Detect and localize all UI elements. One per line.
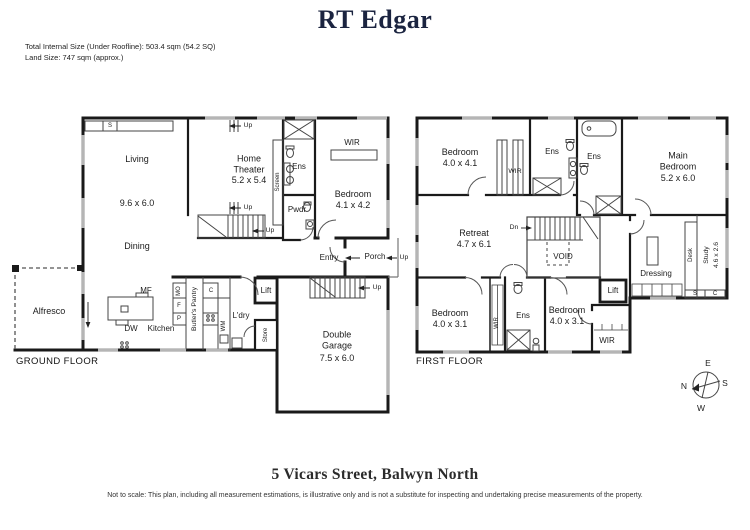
room-dims-bedroom1: 4.0 x 4.1 — [442, 157, 478, 168]
ground-floor-tag: GROUND FLOOR — [16, 356, 99, 367]
cupboard-label-gf: C — [208, 287, 214, 294]
room-label-garage: Double Garage — [321, 329, 353, 351]
room-label-entry: Entry — [319, 252, 339, 262]
room-label-kitchen: Kitchen — [147, 323, 175, 333]
room-label-study: Study — [702, 246, 710, 264]
ground-floor-plan: S Living 9.6 x 6.0 Dining Home Theater 5… — [10, 110, 410, 420]
gf-direction-arrows — [85, 123, 397, 328]
room-dims-living: 9.6 x 6.0 — [119, 197, 155, 208]
room-label-bedroom2: Bedroom — [431, 307, 469, 318]
ff-fixtures — [491, 120, 726, 352]
total-internal-size: Total Internal Size (Under Roofline): 50… — [25, 42, 216, 51]
brand-logo: RT Edgar — [317, 5, 433, 34]
desk-label: Desk — [687, 248, 694, 262]
room-dims-bedroom3: 4.0 x 3.1 — [549, 315, 585, 326]
first-floor-linework — [415, 116, 729, 354]
room-label-home-theater: Home Theater — [233, 153, 265, 175]
land-size: Land Size: 747 sqm (approx.) — [25, 53, 124, 62]
room-label-powder: Pwdr — [287, 204, 307, 214]
room-label-dining: Dining — [124, 240, 150, 251]
first-floor-plan: Bedroom 4.0 x 4.1 WIR Ens Ens Main Bedro… — [410, 110, 740, 370]
room-label-main-bedroom: Main Bedroom — [659, 150, 697, 172]
void-label: VOID — [553, 251, 573, 261]
ff-windows — [415, 116, 729, 354]
property-address: 5 Vicars Street, Balwyn North — [271, 466, 479, 483]
room-label-wir2: WIR — [493, 317, 500, 329]
pantry-label: P — [176, 315, 182, 322]
ff-stairs-void — [526, 216, 601, 279]
room-label-retreat: Retreat — [459, 227, 489, 238]
room-label-bedroom3: Bedroom — [548, 304, 586, 315]
gf-door-arcs — [239, 219, 346, 338]
first-floor-tag: FIRST FLOOR — [416, 356, 484, 367]
fridge-label: F — [177, 302, 181, 309]
room-label-bedroom-gf: Bedroom — [334, 188, 372, 199]
compass-w: W — [697, 403, 705, 413]
butlers-pantry-label: Butler's Pantry — [190, 287, 198, 331]
room-label-dressing: Dressing — [640, 268, 672, 278]
screen-label: Screen — [274, 172, 281, 192]
ff-door-arcs — [464, 176, 652, 325]
gf-windows — [81, 116, 390, 395]
room-label-wir3: WIR — [599, 335, 615, 345]
room-label-lift-ff: Lift — [607, 285, 619, 295]
up-label-porch: Up — [399, 253, 409, 261]
room-dims-retreat: 4.7 x 6.1 — [456, 238, 492, 249]
cabinet-s-label-ff: S — [692, 290, 698, 297]
gf-alfresco-outline — [12, 265, 83, 350]
room-dims-home-theater: 5.2 x 5.4 — [231, 174, 267, 185]
up-label-1: Up — [243, 121, 253, 129]
cabinet-s-label: S — [107, 122, 113, 129]
room-label-ensuite1: Ens — [545, 146, 559, 156]
dn-label: Dn — [509, 223, 519, 231]
store-label: Store — [262, 327, 269, 343]
disclaimer-text: Not to scale: This plan, including all m… — [107, 492, 643, 499]
ff-direction-arrows — [521, 225, 532, 231]
room-label-ensuite-gf: Ens — [292, 161, 306, 171]
room-label-wir1: WIR — [508, 167, 522, 175]
gf-exterior-walls — [13, 116, 390, 414]
room-dims-garage: 7.5 x 6.0 — [319, 352, 355, 363]
room-label-bedroom1: Bedroom — [441, 146, 479, 157]
dishwasher-label: DW — [124, 323, 138, 333]
compass-rose: E S W N — [675, 352, 737, 422]
room-label-laundry: L'dry — [232, 310, 250, 320]
gf-lift-box — [253, 276, 279, 305]
gf-porch-outline — [388, 238, 399, 278]
gf-store-box — [253, 318, 279, 352]
room-dims-bedroom-gf: 4.1 x 4.2 — [335, 199, 371, 210]
compass-e: E — [705, 358, 711, 368]
microwave-label: MO — [175, 286, 182, 296]
room-label-lift-gf: Lift — [260, 285, 272, 295]
room-dims-study: 4.6 x 2.6 — [712, 241, 720, 269]
room-label-ensuite3: Ens — [516, 310, 530, 320]
room-label-ensuite2: Ens — [587, 151, 601, 161]
up-label-stairs: Up — [265, 226, 275, 234]
ground-floor-linework — [12, 116, 399, 414]
compass-n: N — [681, 381, 687, 391]
room-label-wir-gf: WIR — [344, 137, 360, 147]
washing-machine-label: WM — [220, 320, 227, 332]
compass-icon: E S W N — [681, 358, 728, 413]
up-label-2: Up — [243, 203, 253, 211]
room-label-alfresco: Alfresco — [32, 305, 66, 316]
mf-label: MF — [140, 285, 152, 295]
ff-lift-box — [598, 278, 628, 304]
up-label-garage: Up — [372, 283, 382, 291]
room-dims-main-bedroom: 5.2 x 6.0 — [660, 172, 696, 183]
room-dims-bedroom2: 4.0 x 3.1 — [432, 318, 468, 329]
room-label-porch: Porch — [364, 251, 386, 261]
room-label-living: Living — [125, 153, 149, 164]
cupboard-label-ff: C — [712, 290, 718, 297]
size-info: Total Internal Size (Under Roofline): 50… — [25, 41, 216, 63]
gf-fixtures — [84, 119, 378, 351]
compass-s: S — [722, 378, 728, 388]
